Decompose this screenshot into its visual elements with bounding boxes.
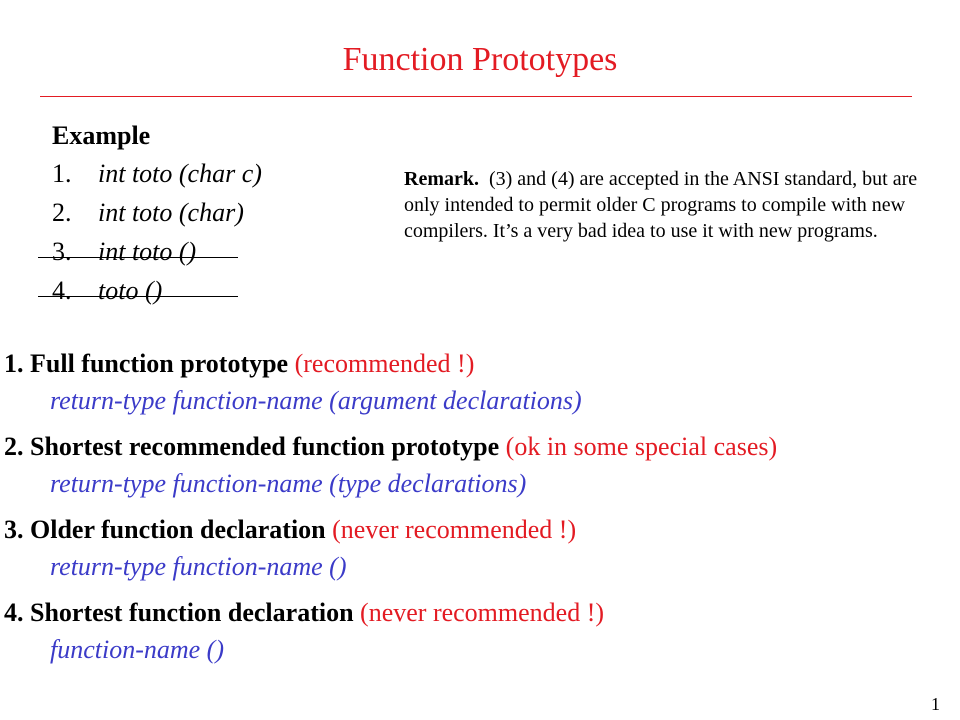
definition-item-1: 1. Full function prototype (recommended … (4, 346, 954, 420)
example-item-number: 1. (52, 159, 72, 188)
example-item-code: int toto (char c) (98, 159, 262, 188)
title-divider (40, 96, 912, 97)
remark-text: (3) and (4) are accepted in the ANSI sta… (404, 168, 918, 242)
example-item-number: 2. (52, 198, 72, 227)
example-item-number: 4. (52, 276, 72, 305)
definition-syntax: return-type function-name (argument decl… (50, 386, 582, 415)
example-block: Example 1. int toto (char c) 2. int toto (… (38, 118, 392, 310)
definition-heading: 3. Older function declaration (4, 515, 326, 544)
definition-note: (never recommended !) (332, 515, 577, 544)
example-item-1: 1. int toto (char c) (52, 154, 392, 193)
definition-syntax: return-type function-name () (50, 552, 347, 581)
example-item-code: toto () (98, 276, 163, 305)
strikethrough-line (38, 257, 238, 258)
example-heading: Example (52, 121, 151, 150)
strikethrough-line (38, 296, 238, 297)
example-item-code: int toto () (98, 237, 197, 266)
definition-heading: 4. Shortest function declaration (4, 598, 354, 627)
page-number: 1 (931, 694, 940, 714)
definition-note: (recommended !) (294, 349, 475, 378)
definition-item-3: 3. Older function declaration (never rec… (4, 512, 954, 586)
example-item-2: 2. int toto (char) (52, 193, 392, 232)
example-item-number: 3. (52, 237, 72, 266)
example-item-4: 4. toto () (38, 271, 392, 310)
remark-label: Remark. (404, 168, 479, 190)
slide-title: Function Prototypes (342, 41, 618, 78)
definition-syntax: function-name () (50, 635, 225, 664)
definition-note: (never recommended !) (360, 598, 605, 627)
remark-note: Remark. (3) and (4) are accepted in the … (404, 166, 934, 244)
example-item-code: int toto (char) (98, 198, 244, 227)
definitions-list: 1. Full function prototype (recommended … (4, 346, 954, 678)
definition-syntax: return-type function-name (type declarat… (50, 469, 527, 498)
definition-heading: 1. Full function prototype (4, 349, 289, 378)
definition-item-4: 4. Shortest function declaration (never … (4, 595, 954, 669)
definition-heading: 2. Shortest recommended function prototy… (4, 432, 500, 461)
example-item-3: 3. int toto () (38, 232, 392, 271)
definition-item-2: 2. Shortest recommended function prototy… (4, 429, 954, 503)
definition-note: (ok in some special cases) (505, 432, 778, 461)
